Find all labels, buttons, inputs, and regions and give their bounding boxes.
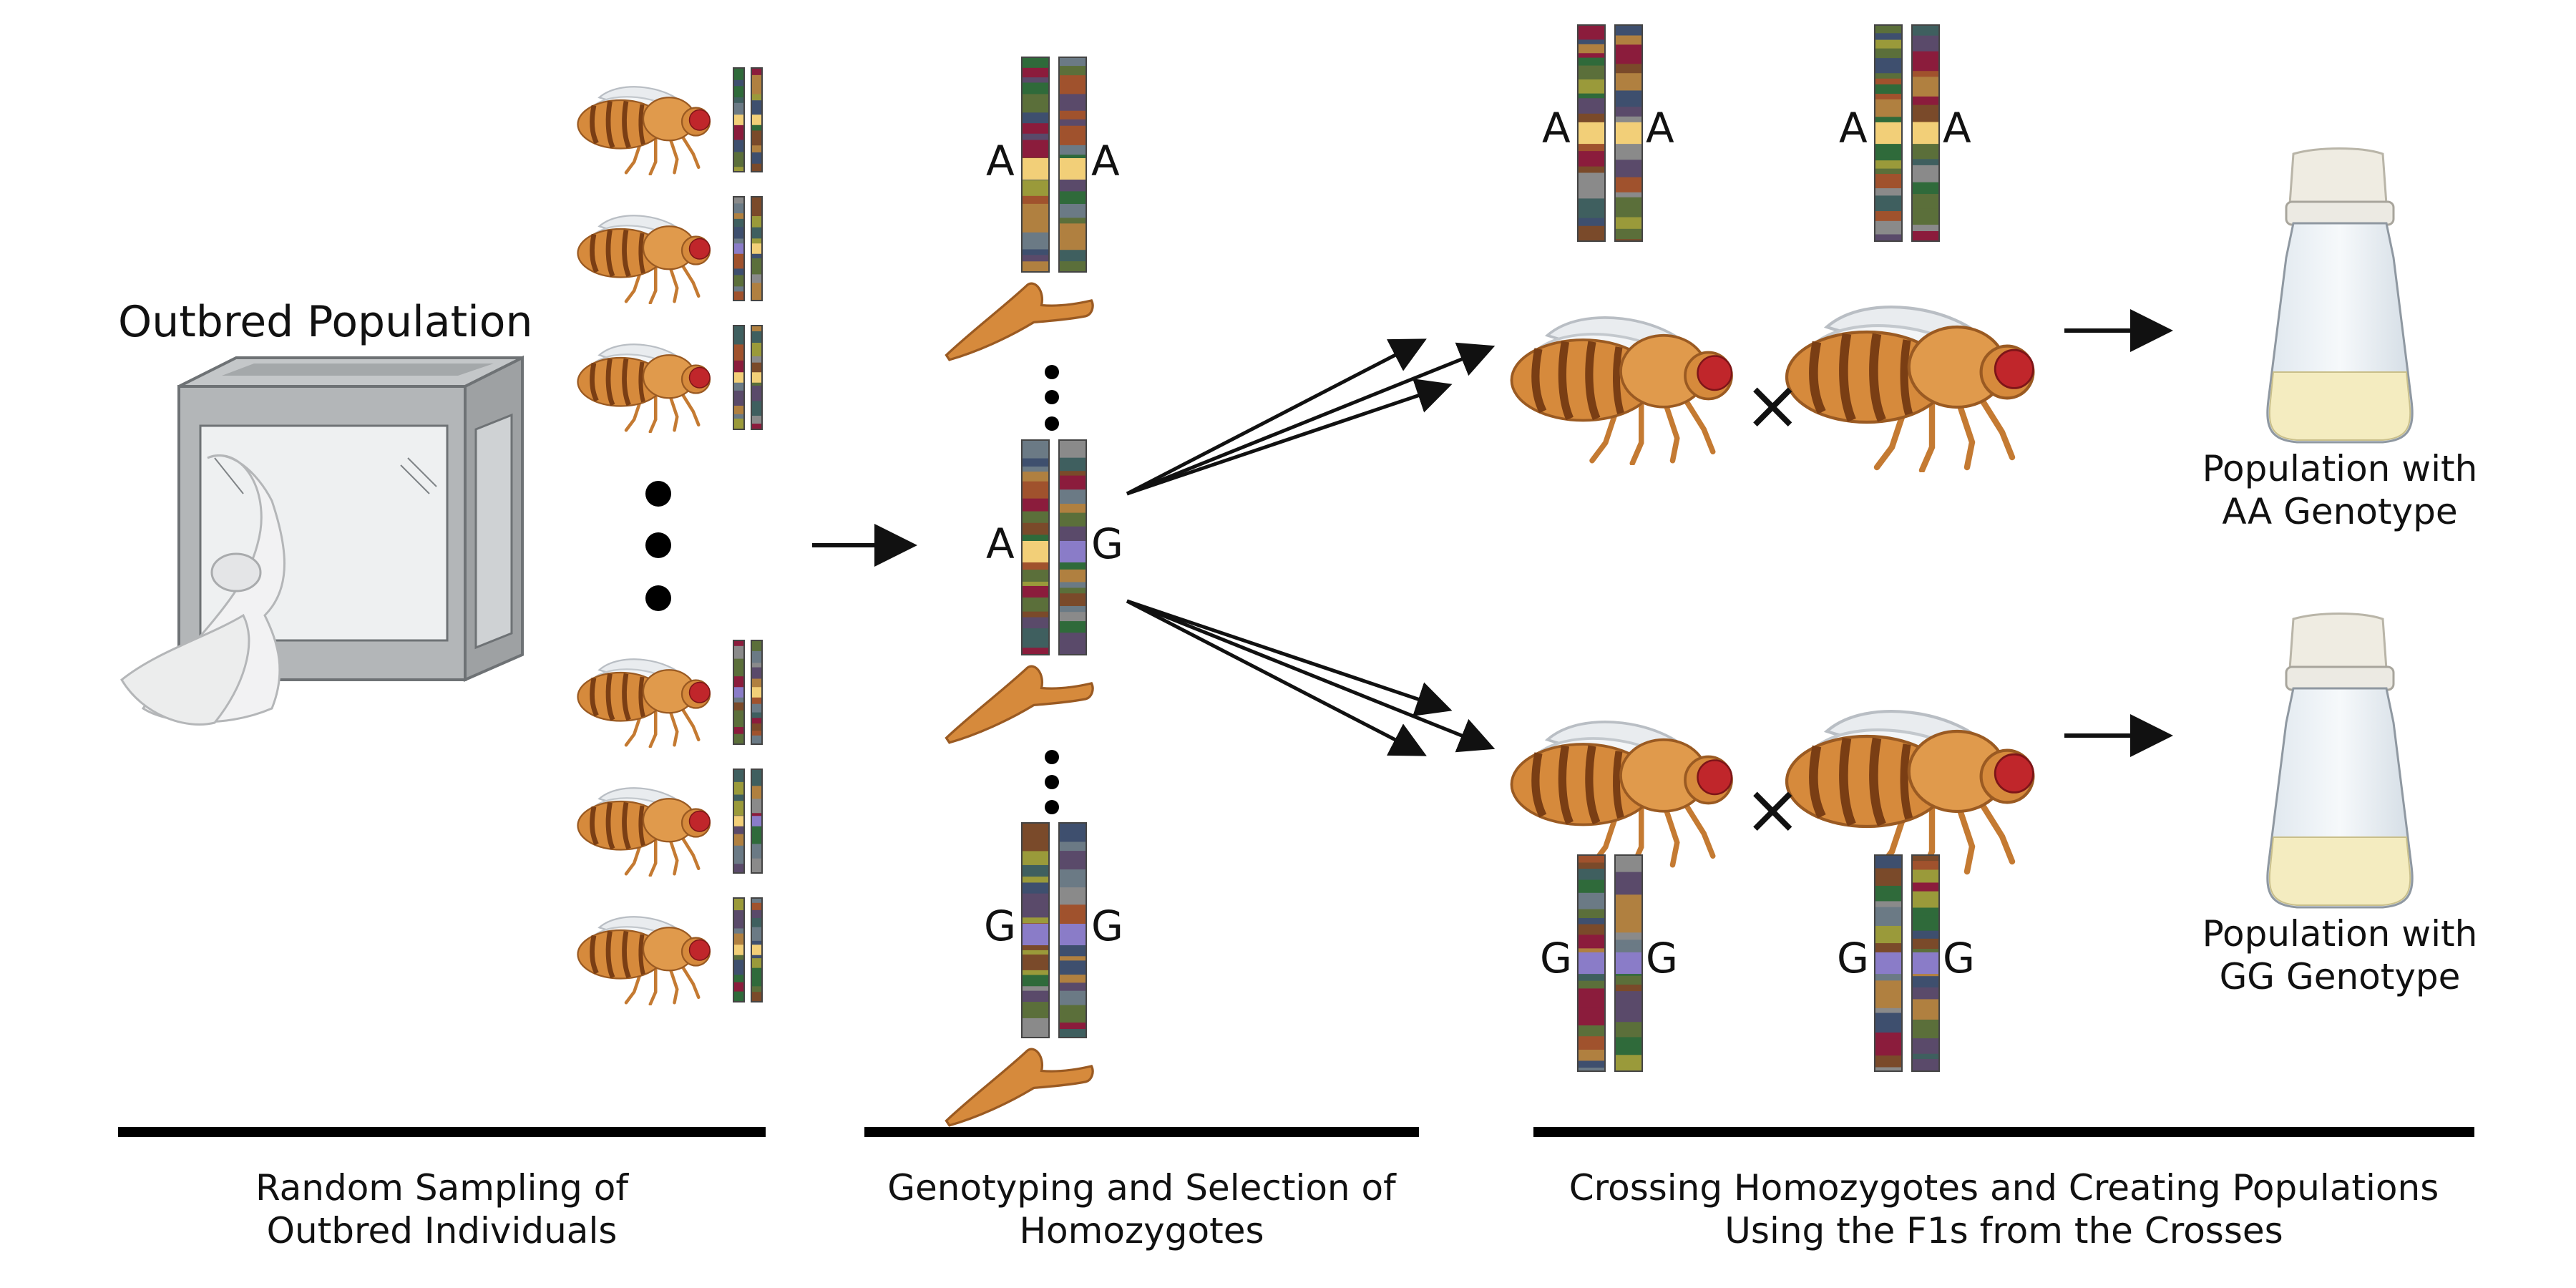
cross-gg-1-chromosomes-left <box>1577 854 1606 1072</box>
ellipsis-dots-middle <box>1045 365 1059 814</box>
allele-label: G <box>1837 934 1869 982</box>
sample-chromosome-pair-6-right <box>751 897 763 1002</box>
genotype-gg-chromosomes-left <box>1021 822 1050 1038</box>
sampled-fly-1 <box>578 87 711 174</box>
allele-label: G <box>984 902 1016 950</box>
allele-label: G <box>1540 934 1572 982</box>
selection-arrows <box>1126 338 1496 756</box>
allele-label: A <box>1646 104 1674 152</box>
allele-label: G <box>1646 934 1678 982</box>
cross-aa-1-chromosomes-right <box>1614 24 1643 242</box>
sampled-fly-5 <box>578 788 711 875</box>
caption-genotyping-line-2: Homozygotes <box>1019 1210 1264 1252</box>
population-gg-label: Population with GG Genotype <box>2154 912 2526 998</box>
sampled-fly-6 <box>578 917 711 1004</box>
cross-fly-aa-1 <box>1512 318 1732 464</box>
outbred-population-cage <box>120 355 524 726</box>
cross-gg-1-chromosomes-right <box>1614 854 1643 1072</box>
population-aa-line-2: AA Genotype <box>2222 491 2458 532</box>
sample-chromosome-pair-4-left <box>733 640 745 745</box>
cross-gg-2-chromosomes-right <box>1911 854 1940 1072</box>
cross-fly-aa-2 <box>1787 307 2033 470</box>
population-gg-line-2: GG Genotype <box>2219 956 2461 997</box>
genotype-ag-chromosomes-right <box>1058 439 1087 655</box>
allele-label: A <box>1943 104 1971 152</box>
caption-sampling-line-2: Outbred Individuals <box>266 1210 618 1252</box>
cross-aa-2-chromosomes-right <box>1911 24 1940 242</box>
sampled-fly-2 <box>578 215 711 303</box>
allele-label: A <box>1542 104 1571 152</box>
cross-fly-gg-1 <box>1512 722 1732 868</box>
cross-fly-gg-2 <box>1787 711 2033 874</box>
leg-homozygote-aa <box>945 282 1094 361</box>
leg-homozygote-gg <box>945 1048 1094 1127</box>
genotype-aa-chromosomes-left <box>1021 57 1050 273</box>
cross-aa-1-chromosomes-left <box>1577 24 1606 242</box>
caption-sampling: Random Sampling of Outbred Individuals <box>118 1166 766 1252</box>
sample-chromosome-pair-2-right <box>751 196 763 301</box>
sample-chromosome-pair-3-right <box>751 325 763 430</box>
allele-label: G <box>1943 934 1975 982</box>
sample-chromosome-pair-1-left <box>733 67 745 172</box>
caption-crossing: Crossing Homozygotes and Creating Popula… <box>1533 1166 2474 1252</box>
caption-crossing-line-1: Crossing Homozygotes and Creating Popula… <box>1568 1167 2439 1209</box>
outbred-population-label: Outbred Population <box>118 297 533 347</box>
sampled-fly-3 <box>578 344 711 431</box>
population-gg-line-1: Population with <box>2202 913 2478 955</box>
allele-label: G <box>1091 902 1123 950</box>
caption-sampling-line-1: Random Sampling of <box>255 1167 629 1209</box>
population-aa-line-1: Population with <box>2202 448 2478 489</box>
section-bar-genotyping <box>864 1127 1419 1137</box>
sample-chromosome-pair-5-right <box>751 769 763 874</box>
cross-aa-2-chromosomes-left <box>1874 24 1903 242</box>
sample-chromosome-pair-3-left <box>733 325 745 430</box>
genotype-gg-chromosomes-right <box>1058 822 1087 1038</box>
allele-label: A <box>1091 137 1120 185</box>
sampled-fly-4 <box>578 659 711 746</box>
caption-genotyping-line-1: Genotyping and Selection of <box>887 1167 1396 1209</box>
sample-chromosome-pair-6-left <box>733 897 745 1002</box>
bottle-aa-population <box>2266 147 2414 444</box>
sample-chromosome-pair-4-right <box>751 640 763 745</box>
caption-crossing-line-2: Using the F1s from the Crosses <box>1724 1210 2283 1252</box>
population-aa-label: Population with AA Genotype <box>2154 447 2526 533</box>
bottle-gg-population <box>2266 613 2414 909</box>
genotype-aa-chromosomes-right <box>1058 57 1087 273</box>
cross-symbol-aa: × <box>1744 365 1802 445</box>
allele-label: A <box>986 137 1015 185</box>
sample-chromosome-pair-5-left <box>733 769 745 874</box>
allele-label: A <box>986 519 1015 568</box>
sample-chromosome-pair-1-right <box>751 67 763 172</box>
section-bar-crossing <box>1533 1127 2474 1137</box>
cross-gg-2-chromosomes-left <box>1874 854 1903 1072</box>
genotype-ag-chromosomes-left <box>1021 439 1050 655</box>
ellipsis-dots-left <box>645 481 671 611</box>
leg-heterozygote <box>945 665 1094 744</box>
caption-genotyping: Genotyping and Selection of Homozygotes <box>864 1166 1419 1252</box>
allele-label: A <box>1839 104 1868 152</box>
allele-label: G <box>1091 519 1123 568</box>
section-bar-sampling <box>118 1127 766 1137</box>
sample-chromosome-pair-2-left <box>733 196 745 301</box>
cross-symbol-gg: × <box>1744 769 1802 849</box>
chromosome-layer <box>733 24 1940 1072</box>
